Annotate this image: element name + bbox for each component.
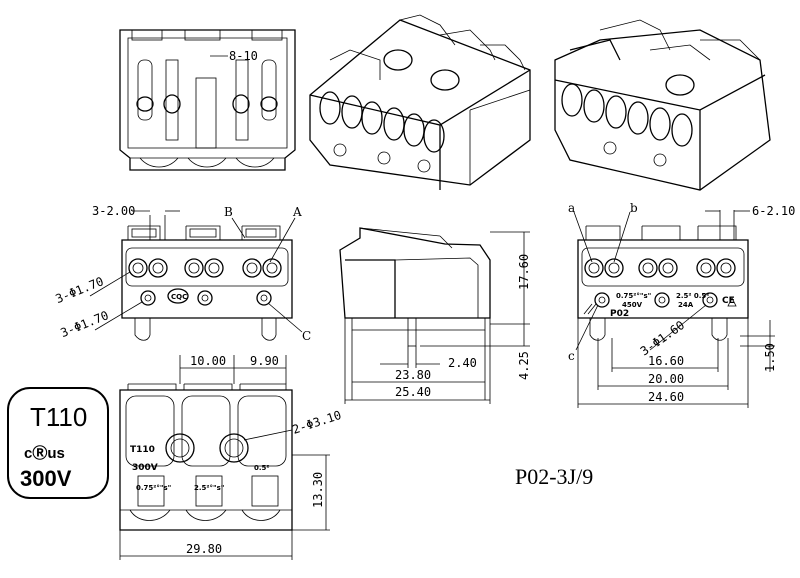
warning-icon <box>727 297 737 307</box>
certification-badge: T110 cⓇus 300V <box>7 387 109 499</box>
strip-length-label: 8-10 <box>229 49 258 63</box>
bottom-300v: 300V <box>132 463 158 473</box>
ce-mark: CE <box>722 296 735 306</box>
rear-volt-text: 450V <box>622 301 643 309</box>
dim-rear-pin: 1.50 <box>763 343 777 372</box>
dim-hole-large: 3-Φ1.70 <box>53 274 105 306</box>
dim-front-top: 3-2.00 <box>92 204 135 218</box>
label-c: c <box>568 349 575 363</box>
ul-mark: cⓇus <box>24 444 65 462</box>
dim-rear-holes: 3-Φ1.60 <box>638 318 687 358</box>
cert-rating: T110 <box>30 402 87 432</box>
side-view: 17.60 4.25 2.40 23.80 25.40 <box>339 227 531 404</box>
dim-bottom-holes: 2-Φ3.10 <box>291 408 343 437</box>
bottom-t110: T110 <box>130 445 155 455</box>
dim-side-mid: 23.80 <box>395 368 431 382</box>
top-view: 8-10 <box>119 29 296 171</box>
label-C: C <box>302 329 311 343</box>
dim-rear-16: 16.60 <box>648 354 684 368</box>
dim-bottom-width: 29.80 <box>186 542 222 556</box>
dim-bottom-height: 13.30 <box>311 472 325 508</box>
isometric-view-front <box>309 14 531 190</box>
rear-part-text: P02 <box>610 309 629 319</box>
dim-rear-24: 24.60 <box>648 390 684 404</box>
dim-pitch-b: 9.90 <box>250 354 279 368</box>
label-B: B <box>224 205 233 219</box>
bottom-view: T110 300V 0.75²°"s" 2.5²°"s" 0.5² 10.00 … <box>119 354 343 560</box>
dim-side-overall: 25.40 <box>395 385 431 399</box>
dim-rear-20: 20.00 <box>648 372 684 386</box>
label-A: A <box>292 205 302 219</box>
bottom-wire2: 2.5²°"s" <box>194 484 224 492</box>
rear-view: 0.75²°"s" 450V 2.5² 0.5² 24A P02 CE a b … <box>568 201 795 408</box>
rear-cs-text: 2.5² 0.5² <box>676 292 709 300</box>
dim-pitch-a: 10.00 <box>190 354 226 368</box>
isometric-view-rear <box>554 19 771 191</box>
bottom-wire1: 0.75²°"s" <box>136 484 171 492</box>
model-number: P02-3J/9 <box>515 464 593 489</box>
label-a: a <box>568 201 575 215</box>
dim-side-pin: 4.25 <box>517 351 531 380</box>
dim-rear-top: 6-2.10 <box>752 204 795 218</box>
dim-side-height: 17.60 <box>517 254 531 290</box>
cert-voltage: 300V <box>20 466 72 491</box>
bottom-wire3: 0.5² <box>254 464 269 472</box>
label-b: b <box>630 201 638 215</box>
front-view: CQC 3-2.00 3-Φ1.70 3-Φ1.70 B A C <box>53 204 311 343</box>
dim-side-offset: 2.40 <box>448 356 477 370</box>
rear-wire-text: 0.75²°"s" <box>616 292 651 300</box>
rear-amp-text: 24A <box>678 301 694 309</box>
cqc-mark: CQC <box>171 293 187 301</box>
ground-icon <box>583 303 597 315</box>
dim-hole-small: 3-Φ1.70 <box>58 308 110 340</box>
